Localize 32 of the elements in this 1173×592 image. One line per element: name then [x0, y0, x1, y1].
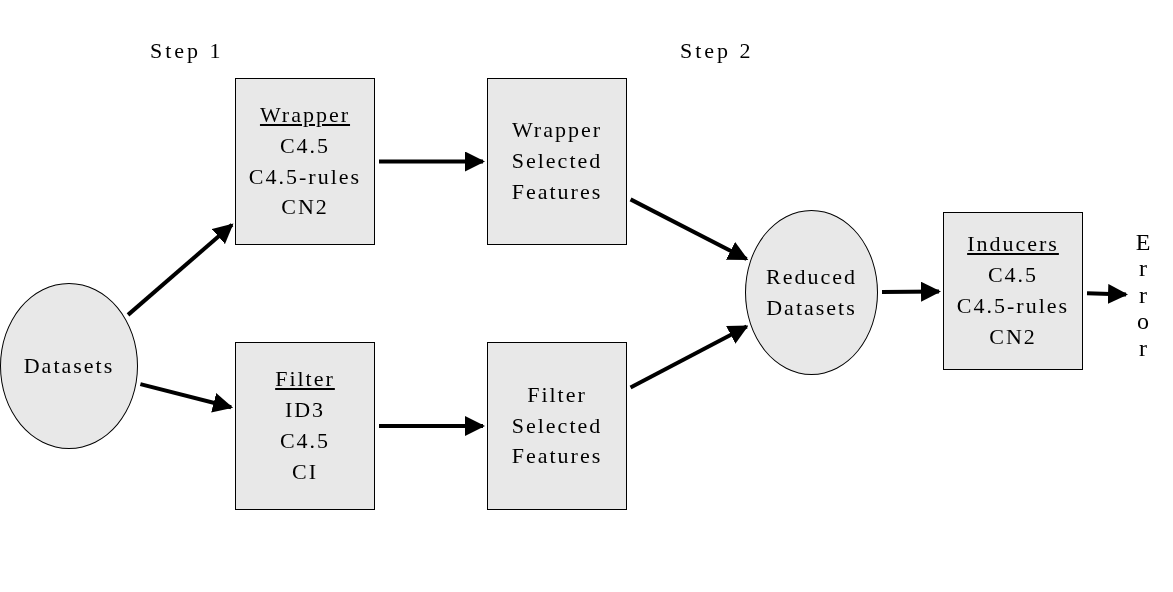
step-label: Step 2: [680, 38, 754, 64]
node-text: Wrapper Selected Features: [510, 116, 604, 206]
node-text: C4.5-rules: [248, 162, 362, 191]
node-text: CI: [292, 457, 318, 486]
node-text: Error: [1135, 229, 1151, 361]
arrow: [126, 223, 234, 317]
node-text: CN2: [281, 193, 329, 222]
node-text: C4.5: [987, 261, 1039, 290]
node-text: Filter Selected Features: [510, 380, 604, 471]
box-heading: Filter: [275, 365, 335, 394]
box-heading: Inducers: [967, 230, 1059, 259]
arrow: [379, 416, 485, 436]
process-box: [235, 78, 375, 245]
node-text: Datasets: [23, 351, 115, 380]
node-text: Reduced Datasets: [765, 262, 858, 322]
step-label: Step 1: [150, 38, 224, 64]
arrow: [629, 197, 749, 261]
arrow: [1086, 283, 1128, 304]
node-text: C4.5-rules: [956, 292, 1070, 320]
node-text: C4.5: [279, 131, 331, 160]
box-heading: Wrapper: [259, 100, 351, 129]
process-box: [943, 212, 1083, 370]
arrow: [629, 324, 749, 390]
arrow: [139, 382, 234, 413]
arrow: [379, 151, 485, 172]
node-text: ID3: [284, 396, 326, 425]
process-box: [235, 342, 375, 510]
process-box: [487, 78, 627, 245]
process-box: [487, 342, 627, 510]
node-text: C4.5: [279, 427, 331, 455]
arrow: [881, 281, 941, 302]
node-text: CN2: [989, 322, 1037, 351]
